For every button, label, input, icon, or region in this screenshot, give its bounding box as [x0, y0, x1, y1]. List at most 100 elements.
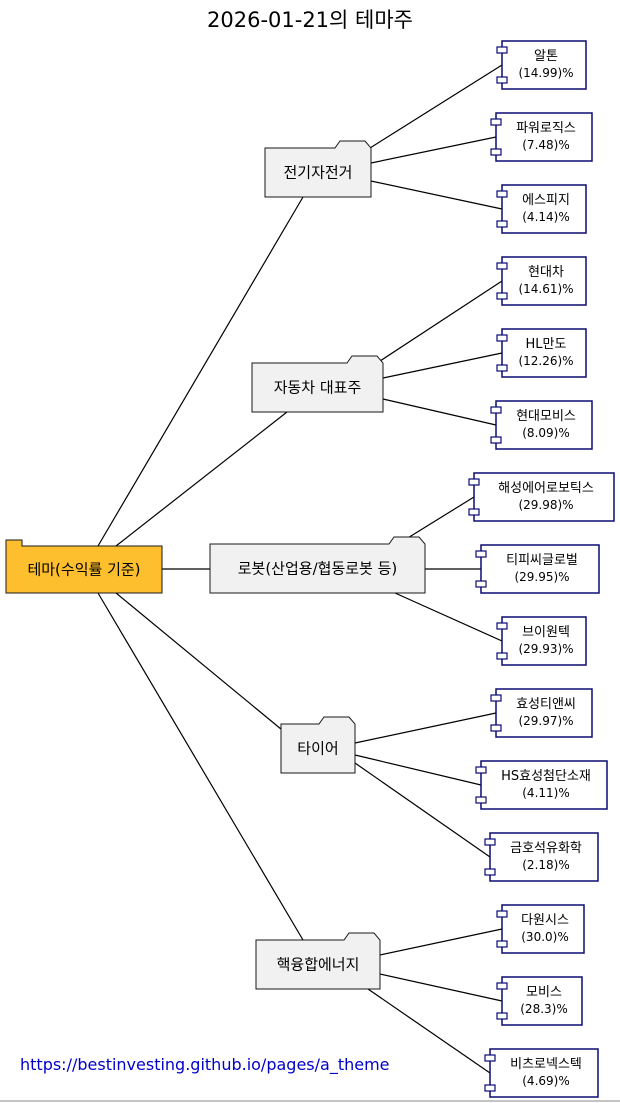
footer-link[interactable]: https://bestinvesting.github.io/pages/a_…: [20, 1055, 390, 1075]
stock-return: (29.95)%: [514, 570, 569, 584]
edge-theme-to-stock: [379, 928, 503, 956]
folder-label: 로봇(산업용/협동로봇 등): [238, 560, 398, 578]
stock-name: HS효성첨단소재: [501, 769, 591, 784]
stock-node[interactable]: 비츠로넥스텍 (4.69)%: [484, 1048, 599, 1098]
component-port-top: [490, 118, 502, 126]
edge-root-to-theme: [115, 411, 288, 547]
stock-node[interactable]: 파워로직스 (7.48)%: [490, 112, 593, 162]
component-port-bottom: [490, 436, 502, 444]
edge-theme-to-stock: [354, 712, 497, 744]
component-port-top: [496, 982, 508, 990]
component-port-top: [484, 1054, 496, 1062]
stock-node[interactable]: 티피씨글로벌 (29.95)%: [475, 544, 600, 594]
stock-name: HL만도: [526, 337, 567, 352]
stock-name: 티피씨글로벌: [506, 553, 578, 568]
root-node[interactable]: 테마(수익률 기준): [5, 539, 163, 594]
edge-theme-to-stock: [354, 762, 491, 858]
root-label: 테마(수익률 기준): [27, 561, 140, 579]
stock-return: (7.48)%: [522, 138, 569, 152]
component-port-bottom: [496, 1012, 508, 1020]
folder-label: 타이어: [297, 740, 338, 758]
component-port-bottom: [496, 652, 508, 660]
stock-node[interactable]: HL만도 (12.26)%: [496, 328, 587, 378]
theme-node[interactable]: 타이어: [280, 716, 356, 774]
component-box: [501, 184, 587, 234]
folder-label: 자동차 대표주: [274, 379, 362, 397]
edge-theme-to-stock: [394, 592, 503, 642]
folder-shape: [280, 716, 356, 774]
component-port-bottom: [496, 940, 508, 948]
folder-shape: [209, 536, 426, 594]
stock-name: 비츠로넥스텍: [510, 1057, 582, 1072]
folder-shape: [251, 355, 384, 413]
component-box: [495, 688, 593, 738]
stock-node[interactable]: 현대차(14.61)%: [496, 256, 587, 306]
component-port-bottom: [475, 580, 487, 588]
component-box: [473, 472, 615, 522]
component-port-top: [496, 622, 508, 630]
component-box: [489, 1048, 599, 1098]
edge-theme-to-stock: [367, 988, 491, 1074]
stock-node[interactable]: 에스피지 (4.14)%: [496, 184, 587, 234]
folder-label: 핵융합에너지: [277, 956, 360, 974]
theme-node[interactable]: 전기자전거: [264, 140, 372, 198]
stock-node[interactable]: 해성에어로보틱스(29.98)%: [468, 472, 615, 522]
stock-name: 현대차: [528, 265, 564, 280]
edge-theme-to-stock: [370, 136, 497, 164]
component-box: [495, 112, 593, 162]
component-port-top: [490, 694, 502, 702]
edge-theme-to-stock: [354, 754, 482, 786]
edge-theme-to-stock: [370, 180, 503, 210]
component-port-bottom: [496, 220, 508, 228]
component-port-top: [475, 550, 487, 558]
stock-name: 파워로직스: [516, 121, 576, 136]
diagram-title: 2026-01-21의 테마주: [207, 8, 413, 32]
stock-node[interactable]: 현대모비스 (8.09)%: [490, 400, 593, 450]
stock-return: (2.18)%: [522, 858, 569, 872]
folder-shape: [255, 932, 381, 990]
stock-return: (4.69)%: [522, 1074, 569, 1088]
stock-name: 현대모비스: [516, 409, 576, 424]
stock-return: (4.11)%: [522, 786, 569, 800]
stock-node[interactable]: 금호석유화학(2.18)%: [484, 832, 599, 882]
component-port-top: [496, 262, 508, 270]
stock-name: 해성에어로보틱스: [498, 481, 594, 496]
stock-name: 에스피지: [522, 193, 570, 208]
edge-theme-to-stock: [397, 496, 475, 545]
root-folder-shape: [5, 539, 163, 594]
component-port-bottom: [496, 76, 508, 84]
stock-return: (29.93)%: [518, 642, 573, 656]
component-port-bottom: [496, 364, 508, 372]
edge-theme-to-stock: [382, 398, 497, 426]
folder-shape: [264, 140, 372, 198]
theme-node[interactable]: 핵융합에너지: [255, 932, 381, 990]
stock-return: (12.26)%: [518, 354, 573, 368]
component-box: [501, 256, 587, 306]
component-box: [501, 976, 583, 1026]
stock-node[interactable]: 효성티앤씨(29.97)%: [490, 688, 593, 738]
stock-node[interactable]: 브이원텍 (29.93)%: [496, 616, 587, 666]
stock-node[interactable]: 알톤(14.99)%: [496, 40, 587, 90]
stock-name: 브이원텍: [522, 625, 570, 640]
stock-node[interactable]: 모비스(28.3)%: [496, 976, 583, 1026]
component-port-bottom: [468, 508, 480, 516]
component-box: [501, 616, 587, 666]
component-box: [480, 760, 608, 810]
stock-node[interactable]: 다원시스(30.0)%: [496, 904, 585, 954]
component-box: [501, 904, 585, 954]
edges-layer: [97, 64, 503, 1074]
stock-return: (8.09)%: [522, 426, 569, 440]
edge-theme-to-stock: [379, 973, 503, 1002]
nodes-layer: 테마(수익률 기준) 전기자전거 알톤(14.99)% 파워로직스 (7.48)% 에스피…: [5, 40, 615, 1098]
folder-label: 전기자전거: [283, 164, 352, 182]
component-port-bottom: [484, 868, 496, 876]
component-box: [495, 400, 593, 450]
stock-node[interactable]: HS효성첨단소재 (4.11)%: [475, 760, 608, 810]
stock-return: (29.97)%: [518, 714, 573, 728]
component-box: [501, 328, 587, 378]
stock-return: (4.14)%: [522, 210, 569, 224]
theme-node[interactable]: 로봇(산업용/협동로봇 등): [209, 536, 426, 594]
theme-node[interactable]: 자동차 대표주: [251, 355, 384, 413]
component-port-bottom: [475, 796, 487, 804]
stock-name: 모비스: [526, 985, 562, 1000]
